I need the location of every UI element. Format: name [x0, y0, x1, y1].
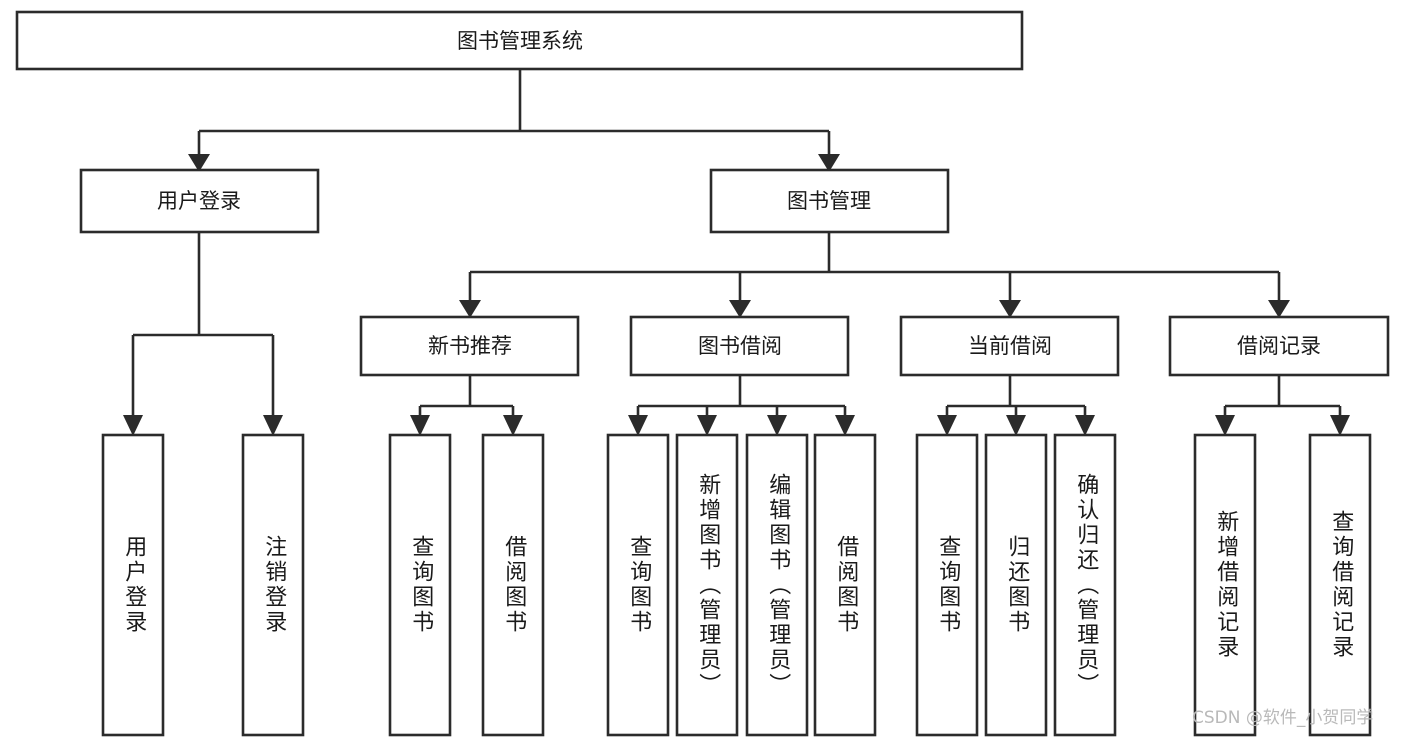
- leaf-box-confirm-return-admin[interactable]: [1053, 433, 1117, 737]
- leaf-box-query-book-rec[interactable]: [388, 433, 452, 737]
- leaf-box-add-borrow-record[interactable]: [1193, 433, 1257, 737]
- leaf-box-group: [101, 433, 1372, 737]
- csdn-watermark: CSDN @软件_小贺同学: [1192, 708, 1374, 728]
- user-login-label: 用户登录: [157, 189, 241, 213]
- root-box[interactable]: [15, 10, 1024, 71]
- arrowhead-book-manage: [818, 154, 840, 172]
- leaf-box-edit-book-admin[interactable]: [745, 433, 809, 737]
- book-borrow-box[interactable]: [629, 315, 850, 377]
- arrowhead-leaf-add-book-admin: [697, 415, 717, 436]
- book-borrow-label: 图书借阅: [698, 334, 782, 358]
- book-manage-box[interactable]: [709, 168, 950, 234]
- leaf-box-user-login[interactable]: [101, 433, 165, 737]
- arrowhead-leaf-logout: [263, 415, 283, 436]
- book-manage-label: 图书管理: [787, 189, 871, 213]
- arrowhead-leaf-query-book-borrow: [628, 415, 648, 436]
- connector-group-root: [188, 69, 840, 172]
- leaf-box-query-borrow-record[interactable]: [1308, 433, 1372, 737]
- connector-group-current-borrow: [937, 375, 1095, 436]
- arrowhead-leaf-edit-book-admin: [767, 415, 787, 436]
- current-borrow-box[interactable]: [899, 315, 1120, 377]
- new-book-rec-box[interactable]: [359, 315, 580, 377]
- current-borrow-label: 当前借阅: [968, 334, 1052, 358]
- node-book-manage[interactable]: 图书管理: [709, 168, 950, 234]
- arrowhead-current-borrow: [999, 300, 1021, 318]
- leaf-box-logout[interactable]: [241, 433, 305, 737]
- arrowhead-user-login: [188, 154, 210, 172]
- node-user-login[interactable]: 用户登录: [79, 168, 320, 234]
- node-new-book-rec[interactable]: 新书推荐: [359, 315, 580, 377]
- node-root[interactable]: 图书管理系统: [15, 10, 1024, 71]
- root-label: 图书管理系统: [457, 29, 583, 53]
- arrowhead-leaf-user-login: [123, 415, 143, 436]
- arrowhead-leaf-query-book-cur: [937, 415, 957, 436]
- connector-group-borrow-record: [1215, 375, 1350, 436]
- leaf-box-query-book-cur[interactable]: [915, 433, 979, 737]
- connector-group-new-book-rec: [410, 375, 523, 436]
- arrowhead-leaf-confirm-return-admin: [1075, 415, 1095, 436]
- user-login-box[interactable]: [79, 168, 320, 234]
- connector-group-user-login: [123, 232, 283, 436]
- arrowhead-leaf-add-borrow-record: [1215, 415, 1235, 436]
- new-book-rec-label: 新书推荐: [428, 334, 512, 358]
- arrowhead-book-borrow: [729, 300, 751, 318]
- arrowhead-leaf-borrow-book-rec: [503, 415, 523, 436]
- leaf-box-add-book-admin[interactable]: [675, 433, 739, 737]
- leaf-box-borrow-book[interactable]: [813, 433, 877, 737]
- arrowhead-new-book-rec: [459, 300, 481, 318]
- arrowhead-leaf-query-book-rec: [410, 415, 430, 436]
- node-borrow-record[interactable]: 借阅记录: [1168, 315, 1390, 377]
- arrowhead-leaf-borrow-book: [835, 415, 855, 436]
- connector-group-book-manage: [459, 232, 1290, 318]
- borrow-record-label: 借阅记录: [1237, 334, 1321, 358]
- arrowhead-leaf-query-borrow-record: [1330, 415, 1350, 436]
- node-current-borrow[interactable]: 当前借阅: [899, 315, 1120, 377]
- node-book-borrow[interactable]: 图书借阅: [629, 315, 850, 377]
- leaf-box-query-book-borrow[interactable]: [606, 433, 670, 737]
- borrow-record-box[interactable]: [1168, 315, 1390, 377]
- arrowhead-leaf-return-book: [1006, 415, 1026, 436]
- leaf-box-borrow-book-rec[interactable]: [481, 433, 545, 737]
- arrowhead-borrow-record: [1268, 300, 1290, 318]
- leaf-box-return-book[interactable]: [984, 433, 1048, 737]
- connector-group-book-borrow: [628, 375, 855, 436]
